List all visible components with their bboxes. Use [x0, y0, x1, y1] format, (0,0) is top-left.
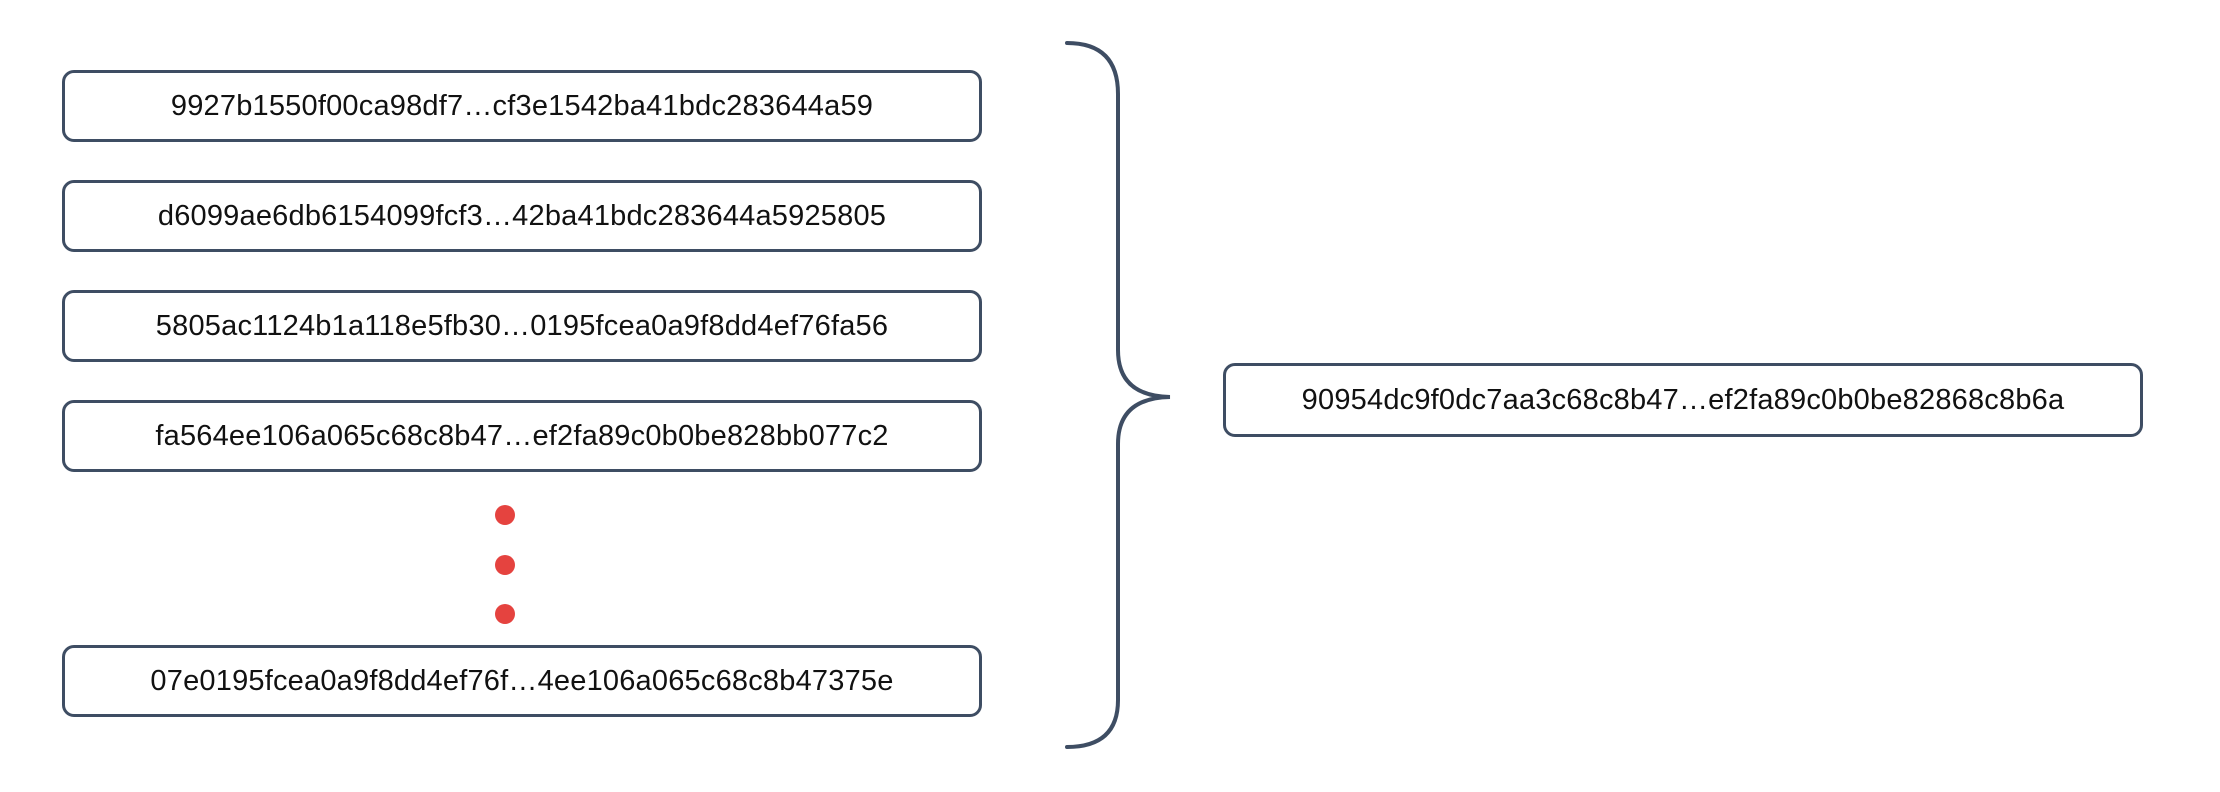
input-hash-box-5: 07e0195fcea0a9f8dd4ef76f…4ee106a065c68c8…: [62, 645, 982, 717]
ellipsis-dot: [495, 554, 515, 575]
ellipsis-dot: [495, 604, 515, 624]
output-hash-box: 90954dc9f0dc7aa3c68c8b47…ef2fa89c0b0be82…: [1223, 363, 2143, 437]
vertical-ellipsis-icon: [495, 505, 515, 624]
input-hash-box-1: 9927b1550f00ca98df7…cf3e1542ba41bdc28364…: [62, 70, 982, 142]
input-hash-box-2: d6099ae6db6154099fcf3…42ba41bdc283644a59…: [62, 180, 982, 252]
input-hash-box-4: fa564ee106a065c68c8b47…ef2fa89c0b0be828b…: [62, 400, 982, 472]
ellipsis-dot: [495, 505, 515, 525]
input-hash-box-3: 5805ac1124b1a118e5fb30…0195fcea0a9f8dd4e…: [62, 290, 982, 362]
